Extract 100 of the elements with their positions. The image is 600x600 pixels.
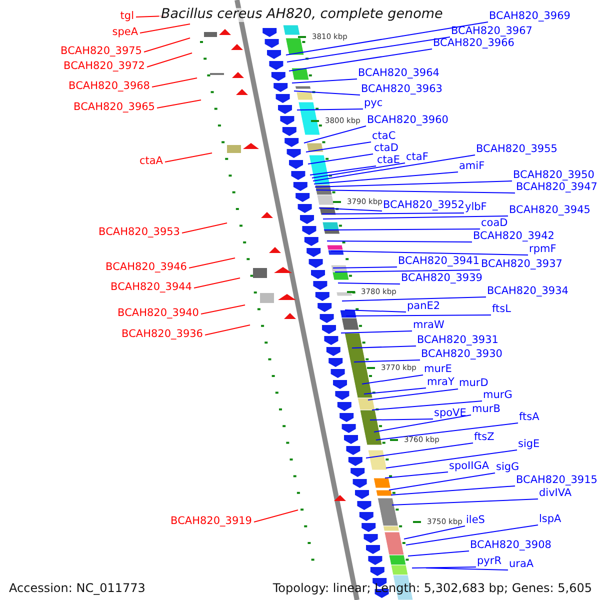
leader-line (332, 266, 398, 268)
gene-label: BCAH820_3930 (421, 349, 502, 360)
leader-line (200, 304, 246, 314)
leader-line (370, 418, 434, 420)
gene-label: murD (459, 378, 488, 388)
gene-label: murG (483, 390, 512, 400)
gene-label: BCAH820_3964 (358, 68, 440, 78)
gene-label: BCAH820_3946 (106, 262, 187, 272)
gene-label: ctaC (372, 131, 396, 142)
gene-label: murE (424, 364, 452, 374)
leader-line (340, 330, 412, 334)
gene-label: BCAH820_3936 (122, 329, 203, 340)
footer-text: Topology: linear; Length: 5,302,683 bp; Genes: 5,605 (272, 582, 592, 594)
leader-line (326, 240, 472, 242)
gene-label: amiF (459, 161, 485, 172)
gene-label: mraY (427, 377, 454, 388)
leader-line (406, 524, 538, 546)
gene-label: lspA (539, 514, 562, 524)
gene-label: BCAH820_3908 (470, 540, 552, 550)
gene-label: BCAH820_3960 (367, 115, 448, 126)
gene-label: BCAH820_3963 (361, 84, 442, 94)
gene-label: BCAH820_3942 (473, 231, 554, 242)
leader-line (412, 566, 476, 568)
leader-line (314, 180, 512, 188)
gene-label: BCAH820_3967 (451, 26, 532, 36)
gene-label: BCAH820_3950 (513, 170, 594, 180)
leader-line (408, 550, 470, 556)
gene-label: pyc (364, 98, 383, 108)
leader-line (354, 360, 420, 362)
gene-label: sigE (518, 439, 540, 450)
gene-label: BCAH820_3944 (110, 282, 192, 292)
leader-line (338, 282, 400, 284)
gene-label: pyrR (477, 556, 502, 566)
leader-line (352, 346, 416, 348)
leader-line (372, 400, 482, 410)
gene-label: coaD (481, 218, 508, 228)
leader-line (342, 296, 486, 302)
leader-line (346, 314, 492, 316)
gene-label: ftsA (519, 412, 540, 422)
gene-label: BCAH820_3975 (60, 46, 142, 56)
leader-line (344, 310, 406, 312)
gene-label: uraA (509, 559, 534, 570)
gene-label: panE2 (407, 301, 440, 312)
leader-line (426, 568, 508, 570)
gene-label: ftsZ (474, 432, 494, 442)
leader-line (374, 414, 472, 432)
leader-line (330, 250, 528, 256)
gene-label: BCAH820_3969 (489, 11, 570, 22)
gene-label: murB (472, 404, 500, 414)
gene-label: divIVA (539, 488, 572, 498)
gene-label: BCAH820_3955 (476, 144, 558, 154)
gene-label: ctaF (406, 152, 428, 162)
gene-label: BCAH820_3947 (516, 182, 598, 192)
gene-label: mraW (413, 320, 444, 330)
leader-line (146, 52, 192, 68)
leader-line (306, 142, 372, 152)
gene-label: BCAH820_3952 (383, 200, 464, 210)
leader-line (388, 472, 496, 490)
gene-label: ctaE (377, 155, 400, 166)
gene-label: BCAH820_3972 (64, 61, 145, 72)
leader-line (376, 422, 518, 440)
leader-line (254, 510, 298, 522)
leader-line (318, 208, 382, 212)
leader-line (366, 442, 474, 458)
footer-text: Accession: NC_011773 (9, 582, 146, 594)
leader-line (204, 324, 250, 336)
gene-label: BCAH820_3941 (398, 256, 480, 266)
gene-label: tgl (120, 11, 134, 22)
leader-line (152, 78, 198, 88)
gene-label: BCAH820_3968 (68, 81, 150, 92)
leader-line (286, 36, 450, 62)
leader-line (294, 90, 360, 96)
gene-label: BCAH820_3953 (98, 227, 180, 238)
leader-line (322, 212, 464, 214)
leader-line (312, 154, 476, 182)
gene-label: ylbF (465, 202, 487, 212)
gene-label: BCAH820_3939 (401, 273, 482, 284)
leader-line (156, 100, 202, 108)
leader-line (404, 526, 466, 540)
gene-label: speA (112, 27, 138, 38)
leader-line (322, 216, 508, 220)
leader-line (140, 24, 190, 34)
diagram-title: Bacillus cereus AH820, complete genome (159, 8, 445, 22)
leader-line (334, 270, 480, 272)
gene-label: BCAH820_3934 (487, 286, 568, 296)
gene-label: BCAH820_3915 (516, 475, 598, 486)
gene-label: BCAH820_3945 (509, 205, 590, 216)
leader-line (390, 486, 516, 496)
leader-line (188, 258, 236, 268)
gene-label: spoVE (434, 408, 466, 418)
leader-line (392, 498, 538, 506)
gene-label: BCAH820_3966 (433, 38, 514, 48)
leader-line (310, 166, 376, 176)
gene-label: BCAH820_3931 (417, 335, 498, 346)
leader-line (296, 108, 364, 110)
leader-line (164, 152, 212, 162)
leader-line (304, 126, 366, 144)
gene-label: BCAH820_3940 (118, 308, 199, 318)
leader-line (316, 190, 516, 194)
leader-line (384, 472, 448, 478)
